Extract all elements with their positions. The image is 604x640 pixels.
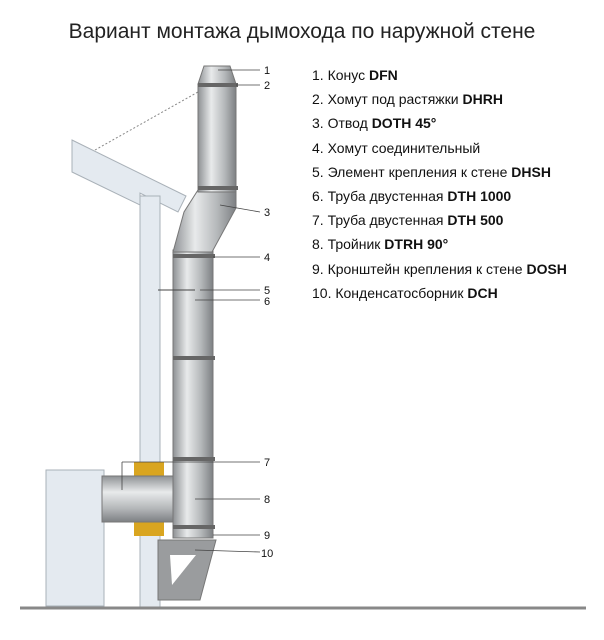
legend-item: 4. Хомут соединительный bbox=[312, 139, 481, 156]
callout-10: 10 bbox=[261, 548, 273, 560]
callout-5: 5 bbox=[264, 285, 270, 297]
roof bbox=[71, 139, 187, 213]
callout-1: 1 bbox=[264, 65, 270, 77]
legend-item: 2. Хомут под растяжки DHRH bbox=[312, 91, 503, 108]
heater bbox=[45, 469, 105, 607]
legend-item: 8. Тройник DTRH 90° bbox=[312, 236, 449, 253]
insulation-top bbox=[134, 462, 164, 476]
callout-7: 7 bbox=[264, 457, 270, 469]
legend-item: 9. Кронштейн крепления к стене DOSH bbox=[312, 260, 567, 277]
callout-2: 2 bbox=[264, 80, 270, 92]
legend-item: 10. Конденсатосборник DCH bbox=[312, 284, 498, 301]
legend-item: 3. Отвод DOTH 45° bbox=[312, 115, 437, 132]
callout-8: 8 bbox=[264, 494, 270, 506]
insulation-bottom bbox=[134, 522, 164, 536]
callout-lines bbox=[121, 69, 261, 553]
cone bbox=[197, 65, 237, 85]
bracket-cutout bbox=[170, 555, 196, 585]
legend-item: 6. Труба двустенная DTH 1000 bbox=[312, 188, 512, 205]
diagram-title: Вариант монтажа дымохода по наружной сте… bbox=[68, 20, 536, 43]
callout-6: 6 bbox=[264, 296, 270, 308]
callout-3: 3 bbox=[264, 207, 270, 219]
lower-pipe bbox=[172, 249, 214, 539]
legend-item: 5. Элемент крепления к стене DHSH bbox=[312, 163, 551, 180]
legend-item: 1. Конус DFN bbox=[312, 67, 398, 83]
tee-horizontal bbox=[101, 475, 183, 523]
callout-4: 4 bbox=[264, 252, 270, 264]
roof-dashed-line bbox=[94, 91, 199, 151]
parts-legend: 1. Конус DFN 2. Хомут под растяжки DHRH … bbox=[312, 63, 567, 305]
clamps bbox=[173, 83, 238, 529]
wall-bracket bbox=[157, 539, 217, 601]
upper-pipe bbox=[197, 83, 237, 193]
legend-item: 7. Труба двустенная DTH 500 bbox=[312, 212, 504, 229]
wall bbox=[139, 195, 161, 609]
callout-9: 9 bbox=[264, 530, 270, 542]
